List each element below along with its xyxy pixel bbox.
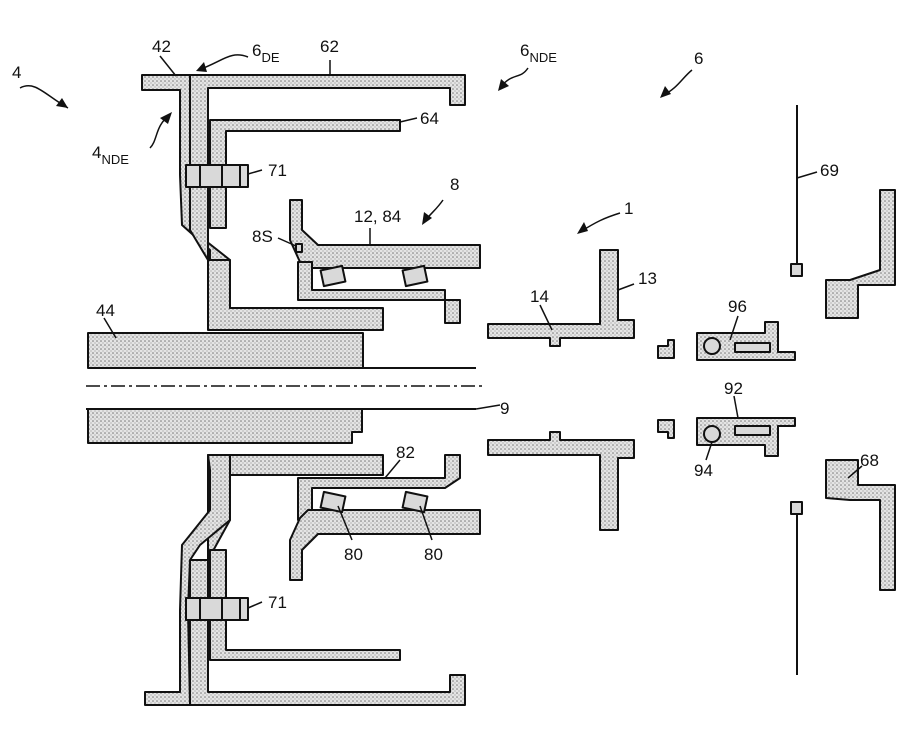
label-80-left: 80 [344, 545, 363, 564]
label-82: 82 [396, 443, 415, 462]
label-12-84: 12, 84 [354, 207, 401, 226]
seal-8s [296, 244, 302, 252]
label-44: 44 [96, 301, 115, 320]
shaft-44 [88, 333, 476, 368]
label-69: 69 [820, 161, 839, 180]
shaft-9 [86, 409, 476, 443]
part-13-bottom [488, 432, 634, 530]
label-64: 64 [420, 109, 439, 128]
label-94: 94 [694, 461, 713, 480]
label-80-right: 80 [424, 545, 443, 564]
label-4: 4 [12, 63, 21, 82]
label-8: 8 [450, 175, 459, 194]
label-9: 9 [500, 399, 509, 418]
label-6de: 6DE [252, 41, 280, 65]
label-62: 62 [320, 37, 339, 56]
label-6nde: 6NDE [520, 41, 557, 65]
label-42: 42 [152, 37, 171, 56]
label-71-top: 71 [268, 161, 287, 180]
seal-assembly-92 [697, 418, 795, 456]
label-8s: 8S [252, 227, 273, 246]
label-4nde: 4NDE [92, 143, 129, 167]
label-92: 92 [724, 379, 743, 398]
component-68-top [826, 190, 895, 318]
label-14: 14 [530, 287, 549, 306]
small-block-top [658, 340, 674, 358]
seal-assembly-96 [697, 322, 795, 360]
bolt-71-bottom [186, 598, 248, 620]
label-68: 68 [860, 451, 879, 470]
bearing-housing-8-bottom [290, 510, 480, 580]
label-6: 6 [694, 49, 703, 68]
rod-69-end-bottom [791, 502, 802, 514]
label-13: 13 [638, 269, 657, 288]
bolt-71-top [186, 165, 248, 187]
small-block-bottom [658, 420, 674, 438]
component-68-bottom [826, 460, 895, 590]
label-71-bottom: 71 [268, 593, 287, 612]
part-13-top [488, 250, 634, 346]
label-96: 96 [728, 297, 747, 316]
label-1: 1 [624, 199, 633, 218]
rod-69-end-top [791, 264, 802, 276]
